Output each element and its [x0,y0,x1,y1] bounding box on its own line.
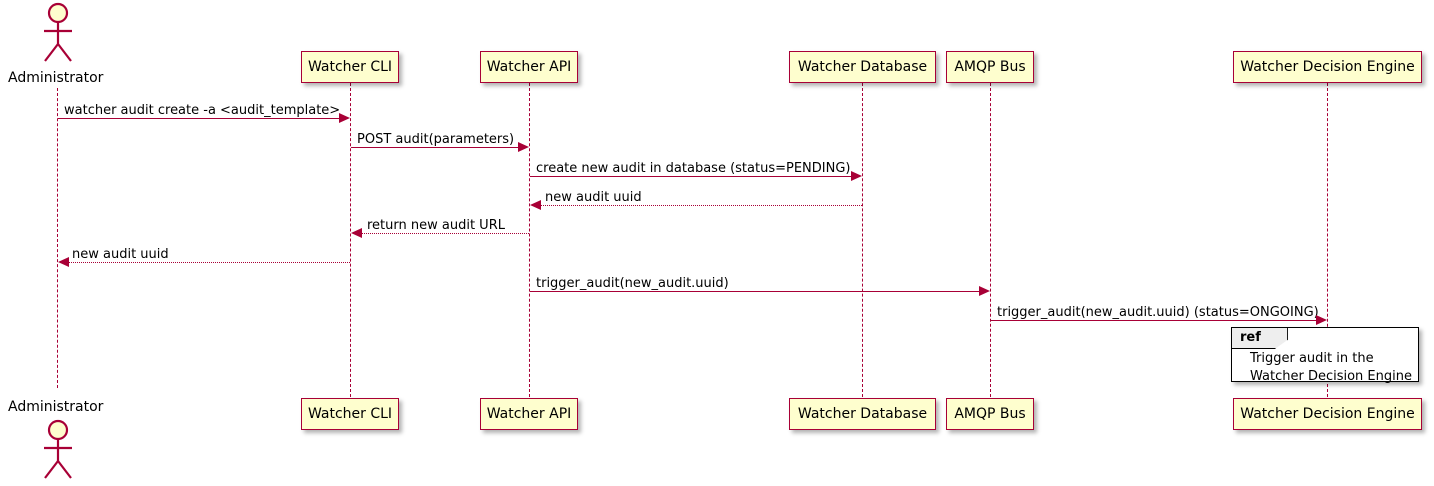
participant-amqp-bus-bottom[interactable]: AMQP Bus [946,398,1034,430]
message-arrowhead-5 [351,228,362,238]
lifeline-decision-engine [1327,83,1328,397]
lifeline-watcher-cli [350,83,351,397]
actor-label-administrator-bottom: Administrator [8,399,104,415]
participant-label-watcher-db-bottom: Watcher Database [797,406,928,422]
participant-watcher-cli-top[interactable]: Watcher CLI [301,51,399,83]
lifeline-watcher-db [862,83,863,397]
participant-label-watcher-cli-bottom: Watcher CLI [307,406,393,422]
participant-amqp-bus-top[interactable]: AMQP Bus [946,51,1034,83]
message-label-5: return new audit URL [367,218,505,233]
message-arrowhead-1 [339,113,350,123]
ref-body-line-2: Watcher Decision Engine [1250,368,1412,384]
message-label-7: trigger_audit(new_audit.uuid) [536,276,729,291]
message-line-4 [541,205,862,206]
message-arrowhead-7 [979,286,990,296]
message-label-2: POST audit(parameters) [357,132,515,147]
actor-administrator-top [44,2,72,62]
lifeline-watcher-api [529,83,530,397]
message-label-3: create new audit in database (status=PEN… [536,161,851,176]
participant-decision-engine-top[interactable]: Watcher Decision Engine [1233,51,1422,83]
message-label-1: watcher audit create -a <audit_template> [64,103,341,118]
message-line-2 [351,147,518,148]
participant-label-decision-engine-top: Watcher Decision Engine [1240,59,1415,75]
participant-label-amqp-bus-bottom: AMQP Bus [954,406,1026,422]
message-arrowhead-6 [58,257,69,267]
message-label-4: new audit uuid [545,190,642,205]
ref-body-line-1: Trigger audit in the [1250,351,1374,366]
message-arrowhead-8 [1316,315,1327,325]
participant-label-watcher-db-top: Watcher Database [797,59,928,75]
message-arrowhead-3 [851,171,862,181]
message-label-6: new audit uuid [72,247,169,262]
lifeline-administrator [57,88,58,388]
actor-administrator-bottom [44,419,72,479]
participant-watcher-cli-bottom[interactable]: Watcher CLI [301,398,399,430]
message-label-8: trigger_audit(new_audit.uuid) (status=ON… [997,305,1319,320]
actor-label-administrator-top: Administrator [8,70,104,86]
message-line-6 [69,262,350,263]
participant-label-amqp-bus-top: AMQP Bus [954,59,1026,75]
message-arrowhead-4 [530,200,541,210]
lifeline-amqp-bus [990,83,991,397]
participant-watcher-db-bottom[interactable]: Watcher Database [789,398,936,430]
message-line-8 [991,320,1316,321]
participant-watcher-api-bottom[interactable]: Watcher API [480,398,578,430]
participant-watcher-api-top[interactable]: Watcher API [480,51,578,83]
participant-watcher-db-top[interactable]: Watcher Database [789,51,936,83]
participant-label-watcher-api-top: Watcher API [486,59,572,75]
participant-label-watcher-cli-top: Watcher CLI [307,59,393,75]
participant-decision-engine-bottom[interactable]: Watcher Decision Engine [1233,398,1422,430]
participant-label-decision-engine-bottom: Watcher Decision Engine [1240,406,1415,422]
message-line-7 [530,291,979,292]
message-line-1 [58,118,340,119]
message-arrowhead-2 [518,142,529,152]
participant-label-watcher-api-bottom: Watcher API [486,406,572,422]
ref-fragment-tab: ref [1232,328,1288,350]
message-line-3 [530,176,851,177]
message-line-5 [362,233,529,234]
